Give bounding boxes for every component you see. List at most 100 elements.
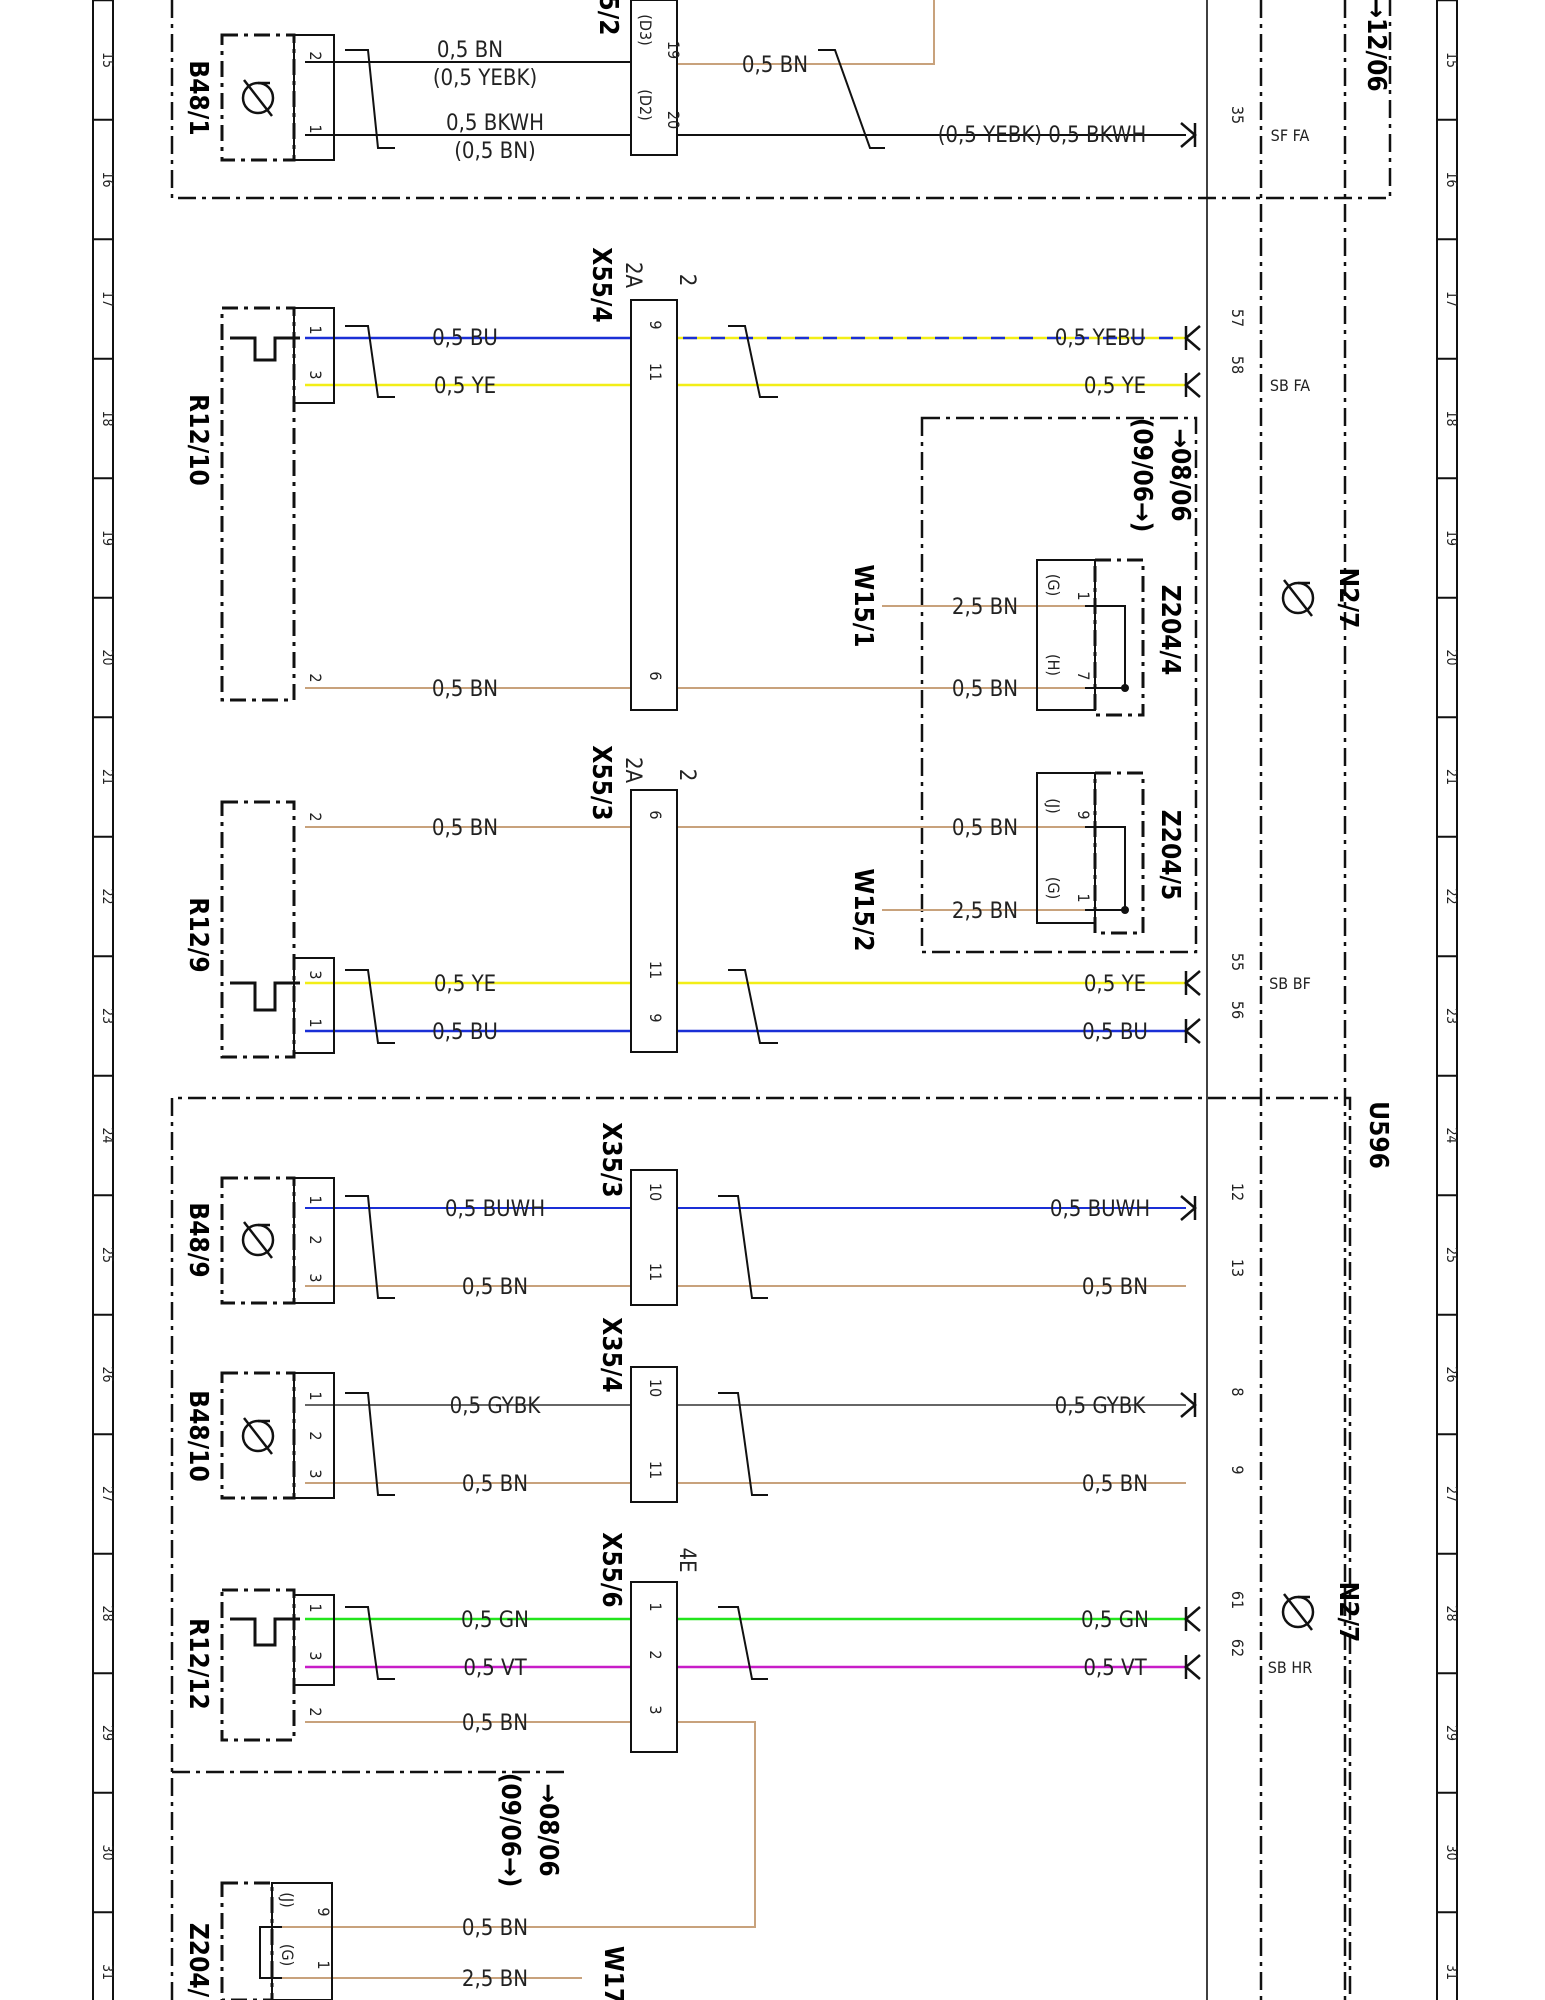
ruler-number: 27 bbox=[99, 1486, 115, 1502]
wire-label: 0,5 GN bbox=[1081, 1608, 1149, 1633]
ruler-number: 28 bbox=[1443, 1605, 1459, 1621]
pin-label: 3 bbox=[306, 1469, 325, 1478]
wire-label: 0,5 BU bbox=[432, 326, 498, 351]
pin-label: 62 bbox=[1228, 1639, 1247, 1657]
wire-label: 0,5 YE bbox=[1084, 972, 1146, 997]
ruler-number: 22 bbox=[1443, 888, 1459, 904]
pin-label: 9 bbox=[1074, 810, 1093, 819]
ruler-number: 20 bbox=[1443, 649, 1459, 665]
pin-label: 11 bbox=[646, 1263, 665, 1281]
pin-label: 1 bbox=[306, 1603, 325, 1612]
pin-label: 11 bbox=[646, 363, 665, 381]
ruler-number: 17 bbox=[99, 291, 115, 307]
right-ruler bbox=[1436, 0, 1458, 2000]
ruler-number: 21 bbox=[99, 769, 115, 785]
wire-label: (0,5 YEBK) bbox=[433, 66, 537, 91]
wire-label: 0,5 BN bbox=[1082, 1275, 1148, 1300]
ruler-number: 20 bbox=[99, 649, 115, 665]
pin-label: (J) bbox=[1044, 798, 1063, 813]
pin-label: 1 bbox=[306, 1195, 325, 1204]
connector-x35-4: X35/4 bbox=[596, 1317, 626, 1392]
pin-numbers: 2 1 (D3) 19 (D2) 20 35 1 3 9 11 57 58 2 … bbox=[278, 14, 1247, 1969]
pin-label: 2 bbox=[646, 1650, 665, 1659]
wire-label: (0,5 YEBK) 0,5 BKWH bbox=[938, 123, 1147, 148]
wire-bn-to-bottom-z204 bbox=[282, 1721, 756, 1928]
ruler-number: 17 bbox=[1443, 291, 1459, 307]
component-w15-1: W15/1 bbox=[848, 564, 878, 647]
wire-label: 0,5 BN bbox=[437, 38, 503, 63]
pin-label: 9 bbox=[646, 320, 665, 329]
ruler-number: 25 bbox=[99, 1247, 115, 1263]
wire-bn-top bbox=[645, 0, 935, 65]
pin-label: 1 bbox=[646, 1602, 665, 1611]
ruler-number: 19 bbox=[1443, 530, 1459, 546]
connector-x35-3: X35/3 bbox=[596, 1122, 626, 1197]
pin-label: 2 bbox=[306, 1431, 325, 1440]
ruler-number: 31 bbox=[99, 1964, 115, 1980]
pin-label: 7 bbox=[1074, 671, 1093, 680]
pin-label: 1 bbox=[306, 124, 325, 133]
wire-label: 0,5 BN bbox=[462, 1275, 528, 1300]
pin-label: (H) bbox=[1044, 654, 1063, 676]
wire-label: 0,5 BN bbox=[952, 677, 1018, 702]
component-w15-2: W15/2 bbox=[848, 868, 878, 951]
ruler-number: 15 bbox=[99, 52, 115, 68]
wire-label: 0,5 BN bbox=[1082, 1472, 1148, 1497]
terminal-labels: SF FA SB FA SB BF SB HR bbox=[1268, 126, 1312, 1677]
note-12-06: →12/06 bbox=[1361, 0, 1391, 92]
x5-2-block bbox=[630, 0, 678, 156]
component-r12-12: R12/12 bbox=[183, 1618, 213, 1710]
component-r12-10: R12/10 bbox=[183, 394, 213, 486]
pin-label: 10 bbox=[646, 1379, 665, 1397]
z204-bottom-box bbox=[220, 1881, 274, 2000]
pin-label: 6 bbox=[646, 810, 665, 819]
pin-label: 1 bbox=[1074, 591, 1093, 600]
shield-marks bbox=[345, 49, 885, 1680]
pin-label: 9 bbox=[1228, 1465, 1247, 1474]
wire-label: 0,5 BKWH bbox=[446, 111, 544, 136]
component-pin-strips bbox=[271, 34, 1096, 2000]
ground-arrows bbox=[1180, 122, 1201, 1680]
ruler-number: 18 bbox=[1443, 410, 1459, 426]
x55-6-label-4e: 4E bbox=[674, 1547, 699, 1572]
wire-label: 0,5 YEBU bbox=[1055, 326, 1145, 351]
pin-label: (G) bbox=[1044, 574, 1063, 596]
ruler-number: 30 bbox=[1443, 1844, 1459, 1860]
pin-label: 10 bbox=[646, 1183, 665, 1201]
pin-label: 1 bbox=[1074, 893, 1093, 902]
wire-label: 2,5 BN bbox=[952, 899, 1018, 924]
component-u596: U596 bbox=[1363, 1101, 1393, 1169]
wire-label: 0,5 GYBK bbox=[1055, 1394, 1147, 1419]
note-08-06-lower: →08/06 bbox=[533, 1783, 563, 1876]
note-09-06-upper: (09/06→) bbox=[1127, 418, 1157, 533]
ruler-number: 18 bbox=[99, 410, 115, 426]
pin-label: 3 bbox=[646, 1705, 665, 1714]
pin-label: 61 bbox=[1228, 1591, 1247, 1609]
z204-4-box bbox=[1093, 558, 1145, 717]
ruler-number: 26 bbox=[99, 1366, 115, 1382]
connectors bbox=[630, 0, 678, 1753]
ruler-number: 29 bbox=[1443, 1725, 1459, 1741]
x55-3-label-2: 2 bbox=[674, 769, 699, 782]
sensor-symbols bbox=[241, 79, 1315, 1631]
terminal-sf-fa: SF FA bbox=[1271, 126, 1310, 145]
pin-label: 8 bbox=[1228, 1387, 1247, 1396]
connector-extra-labels: 2A 2 2A 2 4E bbox=[620, 262, 699, 1573]
component-z204-bottom: Z204/ bbox=[183, 1923, 213, 1998]
pin-label: 9 bbox=[314, 1907, 333, 1916]
component-z204-4: Z204/4 bbox=[1155, 585, 1185, 676]
splice-dots bbox=[1121, 684, 1129, 914]
wire-label: 0,5 BN bbox=[742, 53, 808, 78]
ruler-number: 23 bbox=[99, 1008, 115, 1024]
pin-label: 2 bbox=[306, 812, 325, 821]
date-notes: →12/06 →08/06 (09/06→) →08/06 (09/06→) bbox=[495, 0, 1391, 1887]
wire-label: 0,5 BN bbox=[432, 816, 498, 841]
r12-9-box bbox=[220, 800, 296, 1059]
ruler-number: 27 bbox=[1443, 1486, 1459, 1502]
pin-label: (D2) bbox=[636, 89, 655, 120]
pin-label: (G) bbox=[278, 1944, 297, 1966]
component-b48-9: B48/9 bbox=[183, 1202, 213, 1277]
ruler-number: 23 bbox=[1443, 1008, 1459, 1024]
pin-label: 1 bbox=[306, 1391, 325, 1400]
wire-label: 0,5 BN bbox=[432, 677, 498, 702]
